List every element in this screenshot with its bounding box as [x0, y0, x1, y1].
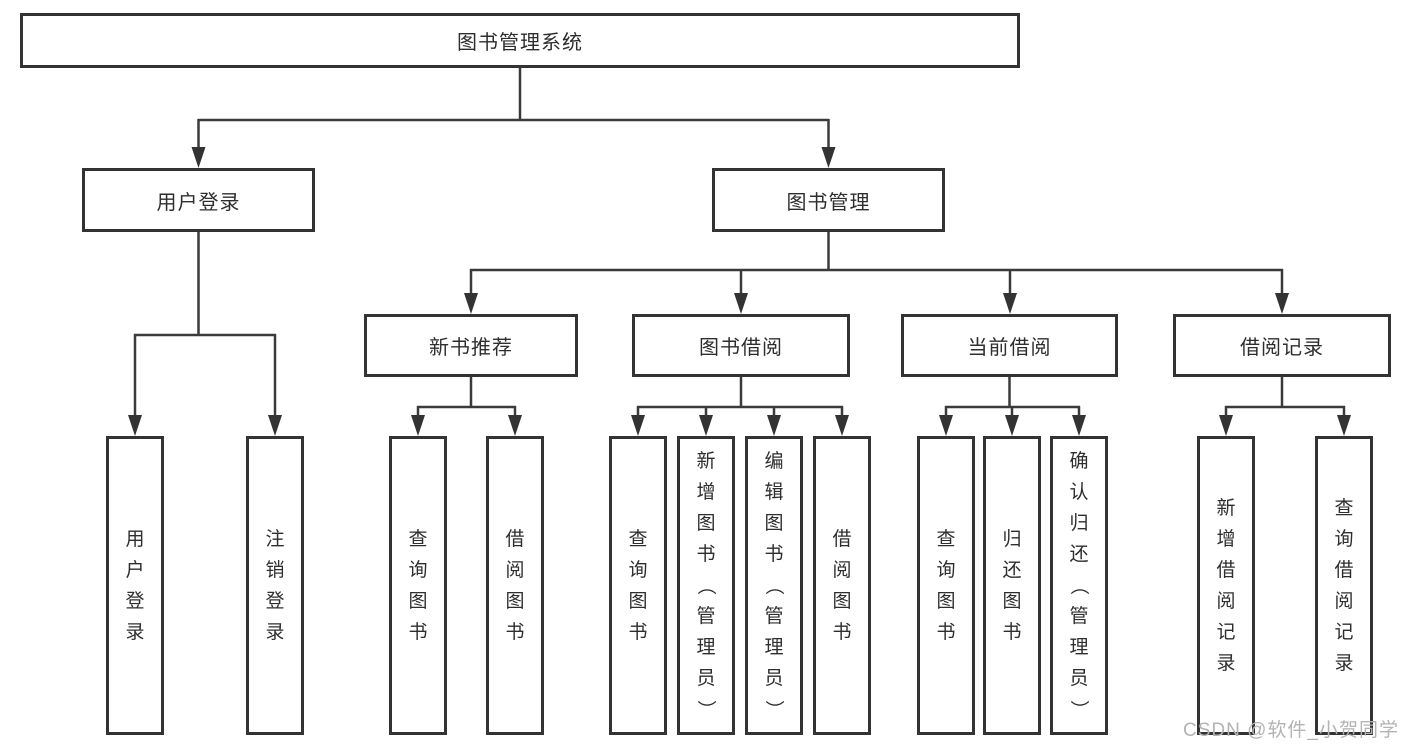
arrowhead-down: [1003, 293, 1017, 314]
leaf-borrow-books-borrowing: 借阅图书: [813, 436, 871, 735]
arrowhead-down: [1005, 415, 1019, 436]
node-book-management: 图书管理: [712, 168, 945, 232]
arrowhead-down: [268, 415, 282, 436]
arrowhead-down: [191, 147, 206, 168]
connector-user-login: [128, 232, 282, 436]
node-label: 新书推荐: [429, 337, 513, 359]
node-label: 图书管理: [786, 191, 871, 214]
connector-book-borrowing: [631, 377, 849, 436]
arrowhead-down: [464, 293, 478, 314]
connector-borrowing-records: [1219, 377, 1351, 436]
arrowhead-down: [411, 415, 425, 436]
node-label: 图书借阅: [699, 337, 783, 359]
csdn-watermark: CSDN @软件_小贺同学: [1183, 720, 1399, 741]
arrowhead-down: [699, 415, 713, 436]
arrowhead-down: [1219, 415, 1233, 436]
arrowhead-down: [939, 415, 953, 436]
leaf-query-books-recommend: 查询图书: [389, 436, 447, 735]
node-current-borrowing: 当前借阅: [901, 314, 1118, 377]
node-label: 图书管理系统: [457, 32, 583, 54]
arrowhead-down: [631, 415, 645, 436]
leaf-borrow-books-recommend: 借阅图书: [486, 436, 544, 735]
leaf-query-borrow-record: 查询借阅记录: [1315, 436, 1373, 735]
arrowhead-down: [128, 415, 142, 436]
arrowhead-down: [835, 415, 849, 436]
node-label: 借阅记录: [1240, 337, 1324, 359]
leaf-query-books-current: 查询图书: [917, 436, 975, 735]
node-label: 当前借阅: [967, 337, 1052, 359]
leaf-query-books-borrowing: 查询图书: [609, 436, 667, 735]
node-borrowing-records: 借阅记录: [1173, 314, 1391, 377]
arrowhead-down: [1072, 415, 1086, 436]
connector-root: [191, 68, 836, 168]
leaf-logout: 注销登录: [246, 436, 304, 735]
node-user-login: 用户登录: [82, 168, 315, 232]
connector-book-management: [464, 232, 1289, 314]
leaf-edit-books-admin: 编辑图书（管理员）: [745, 436, 803, 735]
node-label: 用户登录: [156, 191, 241, 214]
leaf-add-books-admin: 新增图书（管理员）: [677, 436, 735, 735]
leaf-return-books: 归还图书: [983, 436, 1041, 735]
arrowhead-down: [821, 147, 836, 168]
connector-new-book-recommend: [411, 377, 522, 436]
arrowhead-down: [1275, 293, 1289, 314]
arrowhead-down: [1337, 415, 1351, 436]
node-new-book-recommend: 新书推荐: [364, 314, 578, 377]
leaf-confirm-return-admin: 确认归还（管理员）: [1050, 436, 1108, 735]
arrowhead-down: [508, 415, 522, 436]
node-library-system: 图书管理系统: [20, 13, 1020, 68]
arrowhead-down: [767, 415, 781, 436]
connector-current-borrowing: [939, 377, 1086, 436]
leaf-user-login: 用户登录: [106, 436, 164, 735]
leaf-add-borrow-record: 新增借阅记录: [1197, 436, 1255, 735]
arrowhead-down: [734, 293, 748, 314]
node-book-borrowing: 图书借阅: [632, 314, 850, 377]
